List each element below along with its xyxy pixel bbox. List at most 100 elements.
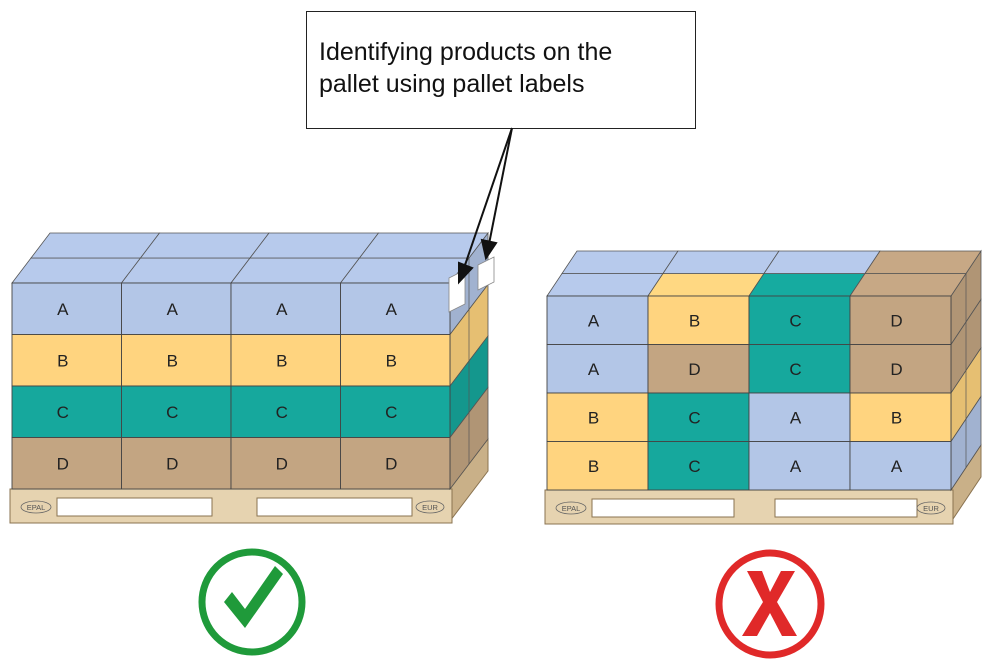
box-top-face bbox=[662, 250, 780, 274]
epal-stamp: EPAL bbox=[555, 501, 587, 515]
box-top-face bbox=[120, 257, 251, 284]
box-letter: C bbox=[789, 311, 801, 330]
pallet-label-2 bbox=[477, 256, 495, 291]
box-B: B bbox=[647, 295, 750, 345]
box-B: B bbox=[11, 334, 122, 387]
box-top-face bbox=[763, 250, 881, 274]
callout-text: Identifying products on the pallet using… bbox=[319, 36, 612, 100]
box-letter: D bbox=[57, 454, 69, 473]
box-D: D bbox=[647, 344, 750, 394]
box-top-face bbox=[230, 257, 361, 284]
pallet-opening bbox=[591, 498, 735, 518]
box-top-face bbox=[30, 232, 161, 259]
box-letter: D bbox=[688, 360, 700, 379]
callout-line-1: Identifying products on the bbox=[319, 38, 613, 66]
arrow-head-1 bbox=[458, 261, 474, 285]
box-letter: B bbox=[588, 408, 599, 427]
box-A: A bbox=[546, 344, 649, 394]
pallet-base: EPAL EUR bbox=[544, 443, 982, 525]
arrow-line-1 bbox=[463, 127, 513, 269]
box-letter: B bbox=[588, 457, 599, 476]
box-letter: C bbox=[688, 457, 700, 476]
box-letter: A bbox=[790, 457, 802, 476]
box-top-face bbox=[546, 273, 664, 297]
check-icon bbox=[198, 548, 306, 656]
pallet-incorrect: EPAL EUR A B C D A D C D B C A B B C A A bbox=[544, 249, 982, 525]
box-letter: A bbox=[386, 300, 398, 319]
box-letter: B bbox=[276, 351, 287, 370]
box-letter: D bbox=[276, 454, 288, 473]
pallet-opening bbox=[56, 497, 213, 517]
box-letter: C bbox=[789, 360, 801, 379]
box-B: B bbox=[849, 392, 952, 442]
box-A: A bbox=[121, 282, 232, 335]
box-letter: A bbox=[57, 300, 69, 319]
eur-stamp: EUR bbox=[916, 501, 946, 515]
box-A: A bbox=[230, 282, 341, 335]
box-letter: B bbox=[57, 351, 68, 370]
box-letter: D bbox=[890, 311, 902, 330]
box-top-face bbox=[11, 257, 142, 284]
pallet-opening bbox=[774, 498, 918, 518]
box-top-face bbox=[864, 250, 982, 274]
box-top-face bbox=[647, 273, 765, 297]
box-top-face bbox=[849, 273, 967, 297]
box-D: D bbox=[121, 437, 232, 490]
box-A: A bbox=[748, 392, 851, 442]
box-C: C bbox=[647, 392, 750, 442]
box-top-face bbox=[249, 232, 380, 259]
box-C: C bbox=[748, 344, 851, 394]
box-letter: C bbox=[57, 403, 69, 422]
box-letter: A bbox=[891, 457, 903, 476]
box-top-face bbox=[139, 232, 270, 259]
box-D: D bbox=[230, 437, 341, 490]
box-letter: C bbox=[385, 403, 397, 422]
cross-icon bbox=[715, 549, 825, 659]
box-C: C bbox=[121, 385, 232, 438]
callout-box: Identifying products on the pallet using… bbox=[306, 11, 696, 129]
box-A: A bbox=[11, 282, 122, 335]
box-letter: C bbox=[688, 408, 700, 427]
box-D: D bbox=[11, 437, 122, 490]
arrow-head-2 bbox=[480, 238, 498, 261]
box-letter: B bbox=[689, 311, 700, 330]
box-letter: A bbox=[167, 300, 179, 319]
box-B: B bbox=[546, 441, 649, 491]
pallet-labels bbox=[448, 256, 495, 313]
box-letter: D bbox=[890, 360, 902, 379]
box-C: C bbox=[340, 385, 451, 438]
callout-line-2: pallet using pallet labels bbox=[319, 70, 585, 98]
eur-stamp-text: EUR bbox=[422, 503, 438, 512]
box-B: B bbox=[121, 334, 232, 387]
epal-stamp-text: EPAL bbox=[562, 504, 581, 513]
box-A: A bbox=[849, 441, 952, 491]
box-letter: B bbox=[386, 351, 397, 370]
box-letter: B bbox=[891, 408, 902, 427]
box-letter: A bbox=[790, 408, 802, 427]
box-C: C bbox=[647, 441, 750, 491]
box-A: A bbox=[546, 295, 649, 345]
box-letter: D bbox=[385, 454, 397, 473]
box-C: C bbox=[230, 385, 341, 438]
eur-stamp: EUR bbox=[415, 500, 445, 514]
box-C: C bbox=[11, 385, 122, 438]
box-top-face bbox=[748, 273, 866, 297]
box-B: B bbox=[546, 392, 649, 442]
box-D: D bbox=[849, 344, 952, 394]
box-top-face bbox=[561, 250, 679, 274]
box-letter: B bbox=[167, 351, 178, 370]
box-letter: A bbox=[276, 300, 288, 319]
box-A: A bbox=[340, 282, 451, 335]
box-letter: A bbox=[588, 311, 600, 330]
pallet-opening bbox=[256, 497, 413, 517]
box-letter: C bbox=[276, 403, 288, 422]
epal-stamp: EPAL bbox=[20, 500, 52, 514]
box-letter: A bbox=[588, 360, 600, 379]
box-letter: D bbox=[166, 454, 178, 473]
box-B: B bbox=[340, 334, 451, 387]
box-top-face bbox=[358, 232, 489, 259]
pallet-base: EPAL EUR bbox=[9, 437, 489, 524]
box-D: D bbox=[340, 437, 451, 490]
eur-stamp-text: EUR bbox=[923, 504, 939, 513]
